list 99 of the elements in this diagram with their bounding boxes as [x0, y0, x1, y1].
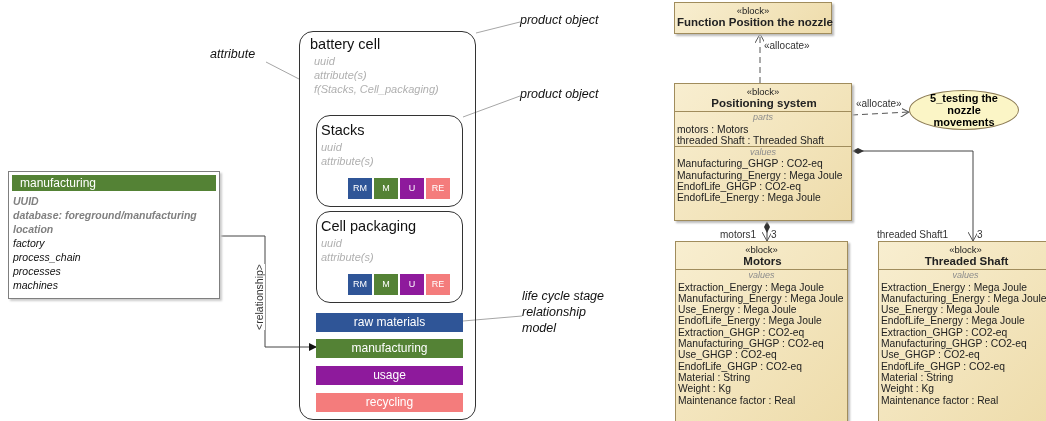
leader-line [462, 315, 523, 322]
object-box [316, 115, 463, 207]
attribute-text: processes [11, 264, 62, 278]
compartment-heading: values [675, 146, 851, 159]
class-box [8, 171, 220, 299]
property-text: Manufacturing_GHGP : CO2-eq [677, 338, 825, 350]
stage-tag: RE [426, 178, 450, 199]
stage-tag: RM [348, 274, 372, 295]
object-title: battery cell [310, 36, 382, 52]
block-title: Threaded Shaft [923, 255, 1010, 270]
stage-tag: RM [348, 178, 372, 199]
property-text: EndofLife_Energy : Mega Joule [677, 315, 823, 327]
stage-bar: usage [316, 366, 463, 385]
block-title: Function Position the nozzle [676, 16, 831, 31]
property-text: Manufacturing_Energy : Mega Joule [880, 292, 1046, 305]
attribute-text: database: foreground/manufacturing [12, 208, 198, 222]
object-box [299, 31, 476, 420]
leader-line [475, 21, 521, 34]
property-text: EndofLife_GHGP : CO2-eq [880, 360, 1006, 372]
annotation-text: attribute [210, 46, 266, 62]
property-text: Material : String [677, 371, 751, 384]
stage-bar: manufacturing [316, 339, 463, 358]
attribute-text: uuid [313, 54, 336, 68]
property-text: EndofLife_GHGP : CO2-eq [676, 181, 801, 193]
property-text: threaded Shaft : Threaded Shaft [676, 134, 825, 147]
stage-tag: U [400, 274, 424, 295]
object-box [316, 211, 463, 303]
block-title: Motors [742, 255, 783, 270]
property-text: Use_Energy : Mega Joule [677, 304, 797, 316]
use-case-ellipse: 5_testing the nozzle movements [909, 90, 1019, 130]
stage-bar: recycling [316, 393, 463, 412]
composition-arrow [761, 220, 773, 242]
edge-label: <relationship> [253, 264, 265, 330]
stage-tag: M [374, 274, 398, 295]
compartment-heading: values [676, 269, 847, 282]
attribute-text: attribute(s) [321, 250, 375, 264]
compartment-heading: parts [675, 111, 851, 124]
property-text: Material : String [880, 371, 954, 384]
stereotype-text: «block» [745, 86, 781, 98]
stereotype-text: «block» [948, 244, 983, 256]
object-title: Stacks [321, 122, 366, 138]
property-text: Use_GHGP : CO2-eq [677, 349, 777, 361]
attribute-text: attribute(s) [313, 68, 368, 82]
attribute-text: process_chain [11, 250, 82, 264]
annotation-text: product object [520, 12, 620, 28]
object-title: Cell packaging [321, 218, 418, 234]
property-text: motors : Motors [676, 123, 750, 135]
block-box [674, 2, 832, 34]
property-text: Manufacturing_Energy : Mega Joule [677, 292, 845, 305]
attribute-text: uuid [321, 236, 343, 250]
stereotype-text: «block» [744, 244, 779, 256]
property-text: Weight : Kg [677, 383, 732, 395]
attribute-text: attribute(s) [321, 154, 375, 168]
leader-line [462, 95, 521, 118]
property-text: EndofLife_GHGP : CO2-eq [677, 360, 803, 372]
stage-tag: M [374, 178, 398, 199]
composition-arrow [851, 148, 979, 242]
property-text: Use_Energy : Mega Joule [880, 304, 1000, 316]
edge-label: «allocate» [856, 98, 902, 109]
block-box [878, 241, 1046, 421]
property-text: Extraction_Energy : Mega Joule [677, 281, 825, 293]
property-text: Extraction_GHGP : CO2-eq [880, 326, 1009, 339]
attribute-text: uuid [321, 140, 343, 154]
edge-label: «allocate» [764, 40, 810, 51]
multiplicity-label: 3 [771, 229, 777, 240]
block-box [674, 83, 852, 221]
stereotype-text: «block» [735, 5, 771, 17]
property-text: Extraction_GHGP : CO2-eq [677, 326, 806, 339]
dependency-arrow [851, 107, 910, 118]
annotation-text: life cycle stage relationship model [522, 288, 618, 336]
attribute-text: factory [12, 236, 46, 250]
property-text: EndofLife_Energy : Mega Joule [880, 315, 1026, 327]
block-box [675, 241, 848, 421]
header-bar: manufacturing [12, 175, 216, 191]
compartment-heading: values [879, 269, 1046, 282]
property-text: Weight : Kg [880, 383, 935, 395]
multiplicity-label: 3 [977, 229, 983, 240]
leader-line [265, 61, 300, 80]
arrow [219, 235, 317, 351]
property-text: Manufacturing_Energy : Mega Joule [676, 169, 844, 182]
property-text: Manufacturing_GHGP : CO2-eq [880, 338, 1028, 350]
stage-tag: RE [426, 274, 450, 295]
stage-tag: U [400, 178, 424, 199]
stage-bar: raw materials [316, 313, 463, 332]
property-text: Manufacturing_GHGP : CO2-eq [676, 158, 824, 170]
dependency-arrow [754, 33, 766, 84]
block-title: Positioning system [710, 97, 818, 112]
attribute-text: f(Stacks, Cell_packaging) [313, 82, 440, 96]
attribute-text: UUID [12, 194, 40, 208]
annotation-text: product object [520, 86, 620, 102]
attribute-text: location [12, 222, 55, 236]
attribute-text: machines [12, 278, 59, 292]
property-text: Maintenance factor : Real [677, 394, 797, 406]
property-text: Use_GHGP : CO2-eq [880, 349, 980, 361]
edge-label: threaded Shaft1 [877, 229, 949, 240]
property-text: Maintenance factor : Real [880, 394, 1000, 406]
property-text: EndofLife_Energy : Mega Joule [676, 192, 822, 204]
property-text: Extraction_Energy : Mega Joule [880, 281, 1028, 293]
edge-label: motors1 [720, 229, 757, 240]
